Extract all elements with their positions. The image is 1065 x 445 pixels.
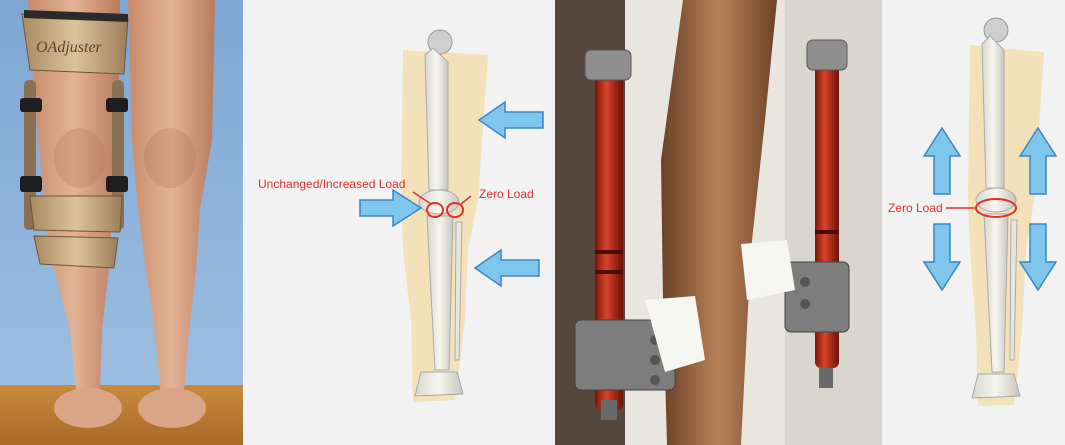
gauze-right <box>741 240 795 300</box>
foot-bones <box>415 372 463 396</box>
brace-load-svg: Unchanged/Increased Load Zero Load <box>243 0 555 445</box>
unchanged-increased-load-label: Unchanged/Increased Load <box>258 177 405 191</box>
brace-photo-panel: OAdjuster <box>0 0 243 445</box>
fixator-photo-panel <box>555 0 882 445</box>
distraction-diagram: Zero Load <box>882 0 1065 445</box>
distraction-svg: Zero Load <box>882 0 1065 445</box>
fixator-photo <box>555 0 882 445</box>
zero-load-label-brace: Zero Load <box>479 187 534 201</box>
brace-photo: OAdjuster <box>0 0 243 445</box>
brace-logo: OAdjuster <box>36 39 103 56</box>
zero-load-label-distraction: Zero Load <box>888 201 943 215</box>
foot-bones-2 <box>972 374 1020 398</box>
left-foot <box>54 388 122 428</box>
right-foot <box>138 388 206 428</box>
brace-load-diagram: Unchanged/Increased Load Zero Load <box>243 0 555 445</box>
